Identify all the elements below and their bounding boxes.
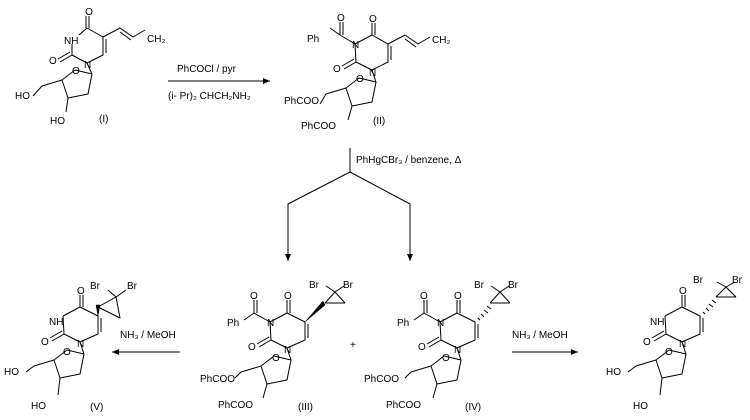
carbonyl-o: O bbox=[85, 7, 93, 18]
compound-ii: O Ph O N N O O CH₂ PhCOO PhCOO (II) bbox=[284, 13, 450, 132]
n-label: N bbox=[454, 345, 461, 356]
carbonyl-o: O bbox=[418, 342, 426, 353]
ring-o: O bbox=[356, 74, 364, 85]
n-label: N bbox=[84, 60, 91, 71]
benzoyloxy-label: PhCOO bbox=[364, 374, 399, 385]
bromo-label: Br bbox=[508, 280, 519, 291]
bromo-label: Br bbox=[732, 275, 743, 286]
compound-i: O NH N O O CH₂ HO HO (I) bbox=[15, 7, 165, 127]
ho-label: HO bbox=[606, 367, 621, 378]
n-label: N bbox=[369, 68, 376, 79]
carbonyl-o: O bbox=[49, 56, 57, 67]
ho-label: HO bbox=[15, 91, 30, 102]
compound-label-iii: (III) bbox=[298, 402, 313, 413]
nh-label: NH bbox=[49, 317, 63, 328]
bromo-label: Br bbox=[90, 281, 101, 292]
bromo-label: Br bbox=[127, 281, 138, 292]
reaction-arrow-3: NH₃ / MeOH bbox=[112, 330, 180, 355]
benzoyloxy-label: PhCOO bbox=[386, 400, 421, 411]
nh-label: NH bbox=[650, 317, 664, 328]
ho-label: HO bbox=[633, 401, 648, 412]
carbonyl-o: O bbox=[250, 291, 258, 302]
bromo-label: Br bbox=[343, 280, 354, 291]
carbonyl-o: O bbox=[369, 14, 377, 25]
reagent-step1-bottom: (i- Pr)₂ CHCH₂NH₂ bbox=[168, 91, 251, 102]
n-label: N bbox=[437, 318, 444, 329]
carbonyl-o: O bbox=[77, 286, 85, 297]
n-label: N bbox=[352, 40, 359, 51]
ho-label: HO bbox=[31, 401, 46, 412]
reagent-step2: PhHgCBr₃ / benzene, Δ bbox=[356, 155, 462, 166]
reagent-step3: NH₃ / MeOH bbox=[120, 330, 176, 341]
carbonyl-o: O bbox=[679, 286, 687, 297]
plus-sign: + bbox=[350, 340, 356, 351]
phenyl-label: Ph bbox=[397, 318, 409, 329]
ho-label: HO bbox=[4, 367, 19, 378]
compound-iii: Br Br O Ph O N N O O PhCOO PhCOO (III) bbox=[200, 280, 354, 413]
compound-final: Br Br O NH N O O HO HO bbox=[606, 275, 743, 412]
carbonyl-o: O bbox=[41, 337, 49, 348]
ring-o: O bbox=[442, 353, 450, 364]
compound-label-i: (I) bbox=[99, 114, 108, 125]
n-label: N bbox=[267, 318, 274, 329]
phenyl-label: Ph bbox=[307, 34, 319, 45]
reaction-arrow-2: PhHgCBr₃ / benzene, Δ bbox=[285, 148, 462, 261]
nh-label: NH bbox=[64, 36, 78, 47]
compound-label-iv: (IV) bbox=[465, 402, 481, 413]
bromo-label: Br bbox=[693, 275, 704, 286]
carbonyl-o: O bbox=[337, 13, 345, 24]
ho-label: HO bbox=[50, 116, 65, 127]
reaction-arrow-1: PhCOCl / pyr (i- Pr)₂ CHCH₂NH₂ bbox=[168, 64, 270, 102]
phenyl-label: Ph bbox=[227, 318, 239, 329]
compound-label-ii: (II) bbox=[373, 116, 385, 127]
n-label: N bbox=[679, 339, 686, 350]
reagent-step1-top: PhCOCl / pyr bbox=[177, 64, 237, 75]
ring-o: O bbox=[272, 353, 280, 364]
carbonyl-o: O bbox=[284, 291, 292, 302]
benzoyloxy-label: PhCOO bbox=[200, 374, 235, 385]
reaction-arrow-4: NH₃ / MeOH bbox=[512, 330, 578, 355]
ring-o: O bbox=[72, 66, 80, 77]
ch2-label: CH₂ bbox=[432, 35, 450, 46]
carbonyl-o: O bbox=[643, 337, 651, 348]
n-label: N bbox=[284, 345, 291, 356]
ch2-label: CH₂ bbox=[147, 34, 165, 45]
compound-label-v: (V) bbox=[90, 402, 103, 413]
n-label: N bbox=[77, 339, 84, 350]
carbonyl-o: O bbox=[333, 64, 341, 75]
benzoyloxy-label: PhCOO bbox=[218, 400, 253, 411]
compound-v: Br Br O NH N O O HO HO (V) bbox=[4, 281, 138, 413]
benzoyloxy-label: PhCOO bbox=[284, 96, 319, 107]
carbonyl-o: O bbox=[248, 342, 256, 353]
carbonyl-o: O bbox=[454, 291, 462, 302]
ring-o: O bbox=[63, 347, 71, 358]
compound-iv: Br Br O Ph O N N O O PhCOO PhCOO (IV) bbox=[364, 280, 519, 413]
ring-o: O bbox=[665, 347, 673, 358]
bromo-label: Br bbox=[474, 280, 485, 291]
benzoyloxy-label: PhCOO bbox=[301, 121, 336, 132]
bromo-label: Br bbox=[309, 280, 320, 291]
reagent-step4: NH₃ / MeOH bbox=[512, 330, 568, 341]
carbonyl-o: O bbox=[420, 291, 428, 302]
